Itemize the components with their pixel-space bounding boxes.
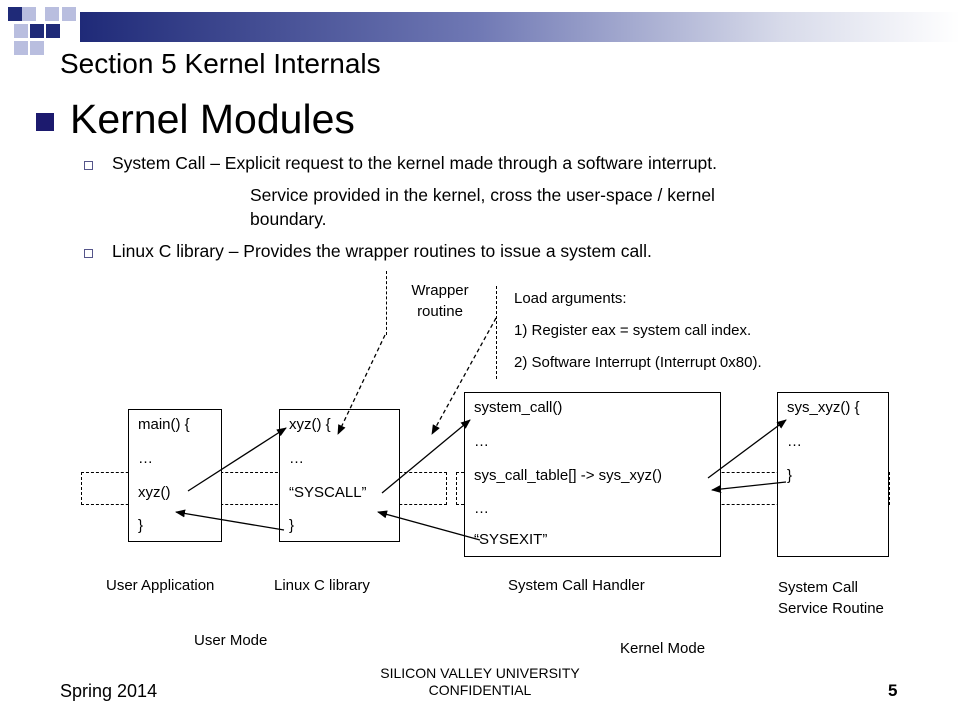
header-deco-square — [14, 24, 28, 38]
service-routine-box — [777, 392, 889, 557]
caption-linux-c-library: Linux C library — [274, 577, 370, 594]
footer-org-line: CONFIDENTIAL — [428, 682, 532, 698]
bullet-linux-c-library: Linux C library – Provides the wrapper r… — [112, 241, 652, 261]
arrow-libc-return — [175, 509, 285, 531]
code-line: sys_xyz() { — [787, 399, 860, 416]
load-args-line: Load arguments: — [514, 290, 627, 307]
code-line: main() { — [138, 416, 190, 433]
code-line: … — [474, 433, 489, 450]
wrapper-bracket-line — [386, 271, 387, 335]
caption-line: Service Routine — [778, 600, 884, 617]
code-line: … — [787, 433, 802, 450]
load-args-line: 2) Software Interrupt (Interrupt 0x80). — [514, 354, 762, 371]
code-line: sys_call_table[] -> sys_xyz() — [474, 467, 662, 484]
system-call-handler-box — [464, 392, 721, 557]
page-number: 5 — [888, 681, 898, 700]
kernel-mode-label: Kernel Mode — [620, 640, 706, 657]
footer-org: SILICON VALLEY UNIVERSITY CONFIDENTIAL — [330, 665, 630, 699]
code-line: “SYSEXIT” — [474, 531, 548, 548]
continuation-line: Service provided in the kernel, cross th… — [250, 185, 715, 205]
code-line: … — [289, 450, 304, 467]
arrow-dispatch-to-service — [707, 419, 787, 479]
caption-line: System Call — [778, 579, 859, 596]
load-args-bracket-line — [496, 286, 497, 379]
code-line: xyz() { — [289, 416, 331, 433]
footer-term: Spring 2014 — [60, 681, 158, 701]
header-deco-square — [45, 7, 59, 21]
user-mode-label: User Mode — [194, 632, 268, 649]
code-line: “SYSCALL” — [289, 484, 367, 501]
user-application-box — [128, 409, 222, 542]
continuation-line: boundary. — [250, 209, 327, 229]
code-line: … — [138, 450, 153, 467]
caption-user-application: User Application — [106, 577, 215, 594]
bullet-system-call: System Call – Explicit request to the ke… — [112, 153, 718, 173]
heading-bullet — [36, 113, 54, 131]
header-deco-square — [62, 7, 76, 21]
user-mode-boundary — [81, 472, 447, 505]
page-title: Kernel Modules — [70, 96, 355, 142]
caption-service-routine: System Call Service Routine — [778, 577, 884, 619]
code-line: xyz() — [138, 484, 171, 501]
wrapper-label-line: Wrapper — [411, 282, 469, 299]
arrow-service-return — [711, 481, 787, 494]
code-line: system_call() — [474, 399, 563, 416]
caption-system-call-handler: System Call Handler — [508, 577, 645, 594]
sub-bullet-icon — [84, 249, 93, 258]
header-deco-square — [30, 24, 44, 38]
header-deco-square — [30, 41, 44, 55]
arrow-wrapper-to-libc — [337, 334, 386, 435]
arrow-xyz-to-libc — [187, 427, 287, 492]
code-line: } — [289, 517, 295, 534]
code-line: … — [474, 500, 489, 517]
header-deco-square — [8, 7, 22, 21]
arrow-loadargs-to-handler — [431, 317, 497, 435]
code-line: } — [787, 467, 793, 484]
header-deco-square — [46, 24, 60, 38]
code-line: } — [138, 517, 144, 534]
sub-bullet-icon — [84, 161, 93, 170]
wrapper-routine-label: Wrapper routine — [390, 280, 490, 322]
section-title: Section 5 Kernel Internals — [60, 48, 381, 79]
header-deco-square — [14, 41, 28, 55]
footer-org-line: SILICON VALLEY UNIVERSITY — [380, 665, 580, 681]
arrow-syscall-to-handler — [381, 419, 471, 494]
wrapper-label-line: routine — [417, 303, 463, 320]
load-args-line: 1) Register eax = system call index. — [514, 322, 752, 339]
arrow-sysexit-to-libc — [377, 510, 481, 541]
header-deco-square — [22, 7, 36, 21]
title-gradient-bar — [80, 12, 960, 42]
